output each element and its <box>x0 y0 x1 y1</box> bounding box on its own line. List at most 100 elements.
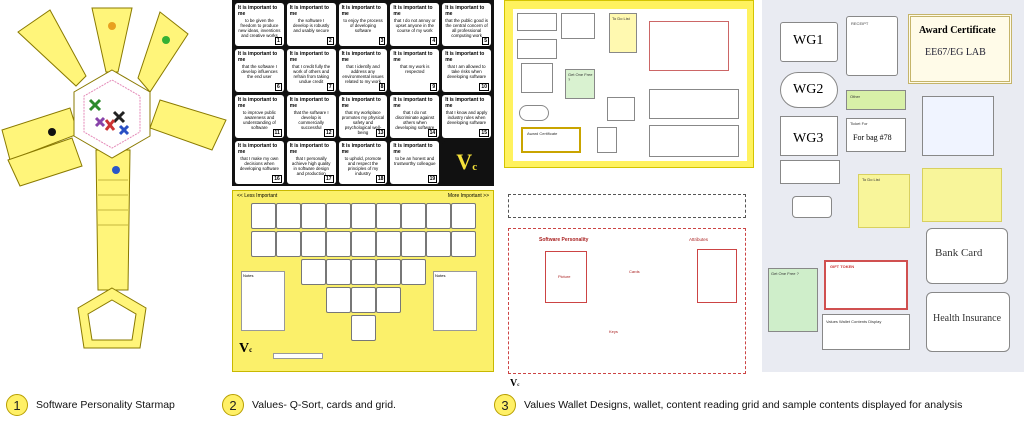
qsort-left-card: Notes <box>241 271 285 331</box>
value-card-text: that I know and apply industry rules whe… <box>445 110 488 125</box>
value-card-number: 10 <box>479 83 489 91</box>
star-dot-orange <box>108 22 116 30</box>
qsort-cell <box>401 259 426 285</box>
value-card-heading: It is important to me <box>341 51 381 63</box>
qsort-cell <box>326 259 351 285</box>
value-card-heading: It is important to me <box>393 5 433 17</box>
caption-3-number: 3 <box>494 394 516 416</box>
ticket-label: Ticket For <box>850 121 868 126</box>
value-card-text: that I make my own decisions when develo… <box>239 156 279 171</box>
value-card-text: that my workplace promotes my physical s… <box>341 110 385 135</box>
value-card-heading: It is important to me <box>445 51 485 63</box>
value-card-number: 19 <box>427 175 438 183</box>
bank-card-text: Bank Card <box>935 247 983 259</box>
wallet-keys-label: Keys <box>609 329 618 334</box>
award-label: Award Certificate <box>919 25 996 36</box>
value-card-heading: It is important to me <box>238 143 278 155</box>
value-card-text: to be given the freedom to produce new i… <box>238 18 281 38</box>
value-card-number: 9 <box>430 83 438 91</box>
value-card-text: that the software I develop influences t… <box>241 64 278 79</box>
value-card-number: 14 <box>427 129 438 137</box>
value-card-number: 12 <box>324 129 334 137</box>
value-card-text: that I credit fully the work of others a… <box>292 64 331 84</box>
qsort-cell <box>376 287 401 313</box>
brand-logo-wallet: Vc <box>510 378 520 388</box>
star-dot-blue <box>112 166 120 174</box>
value-card-text: that I am allowed to take risks when dev… <box>447 64 487 79</box>
qsort-cell <box>451 231 476 257</box>
qsort-cell <box>326 231 351 257</box>
value-card-number: 5 <box>482 37 489 45</box>
wg2-label: WG2 <box>793 82 824 97</box>
value-card-text: that I identify and address any environm… <box>342 64 384 84</box>
caption-2: 2 Values- Q-Sort, cards and grid. <box>222 392 396 418</box>
qsort-cell <box>276 203 301 229</box>
wallet-panel: To Do List Get One Free ? Award Certific… <box>504 0 754 388</box>
qsort-cell <box>351 203 376 229</box>
qsort-cell <box>351 231 376 257</box>
qsort-cell <box>376 203 401 229</box>
wg1-label: WG1 <box>793 33 824 48</box>
wallet-picture-label: Picture <box>558 274 571 279</box>
value-card-text: to uphold, promote and respect the princ… <box>344 156 382 176</box>
qsort-cell <box>451 203 476 229</box>
value-card-number: 11 <box>272 129 282 137</box>
value-card-heading: It is important to me <box>238 97 278 109</box>
wallet-template-sheet: Software Personality Attributes Picture … <box>504 184 754 388</box>
value-card-text: that I personally achieve high quality i… <box>291 156 331 176</box>
receipt-label: RECEIPT <box>851 21 869 26</box>
wallet-gift-label: Get One Free ? <box>568 72 593 82</box>
caption-1-number: 1 <box>6 394 28 416</box>
starmap-panel <box>0 0 228 388</box>
star-arm-lower-left <box>7 137 83 187</box>
value-card-text: the software I develop is robustly and u… <box>293 18 330 33</box>
qsort-cell <box>351 259 376 285</box>
qsort-cell <box>251 203 276 229</box>
qsort-cell <box>426 203 451 229</box>
gift-free-label: Get One Free ? <box>771 271 799 276</box>
value-card-text: to be an honest and trustworthy colleagu… <box>394 156 436 166</box>
starmap-diagram <box>1 7 227 349</box>
value-card-heading: It is important to me <box>289 5 329 17</box>
star-arm-top <box>91 7 133 73</box>
wallet-personality-label: Software Personality <box>539 237 589 243</box>
value-card-text: to improve public awareness and understa… <box>242 110 276 130</box>
star-centre <box>73 69 151 159</box>
right-card-label: Notes <box>435 273 446 278</box>
brand-logo-qsort: Vc <box>239 341 253 356</box>
value-card-text: that the public good is the central conc… <box>445 18 488 38</box>
value-card-number: 7 <box>326 83 334 91</box>
photo-footer-label: Values Wallet Contents Display <box>826 319 882 324</box>
wallet-todo-label: To Do List <box>612 16 630 21</box>
ticket-hand-text: For bag #78 <box>853 133 892 142</box>
value-card-heading: It is important to me <box>393 143 433 155</box>
value-card-heading: It is important to me <box>289 51 329 63</box>
value-card-number: 15 <box>479 129 489 137</box>
qsort-panel: It is important to me to be given the fre… <box>232 0 494 372</box>
value-card-number: 3 <box>378 37 386 45</box>
caption-1-text: Software Personality Starmap <box>36 399 175 411</box>
wallet-cards-label: Cards <box>629 269 640 274</box>
qsort-right-card: Notes <box>433 271 477 331</box>
value-card-number: 13 <box>375 129 386 137</box>
star-arm-right <box>149 99 227 151</box>
value-card-heading: It is important to me <box>445 5 485 17</box>
award-hand-text: EE67/EG LAB <box>925 47 986 58</box>
value-card-number: 8 <box>378 83 386 91</box>
more-important-label: More Important >> <box>447 193 489 199</box>
qsort-name-field <box>273 353 323 359</box>
value-card-text: that I do not annoy or upset anyone in t… <box>394 18 436 33</box>
qsort-cell <box>426 231 451 257</box>
